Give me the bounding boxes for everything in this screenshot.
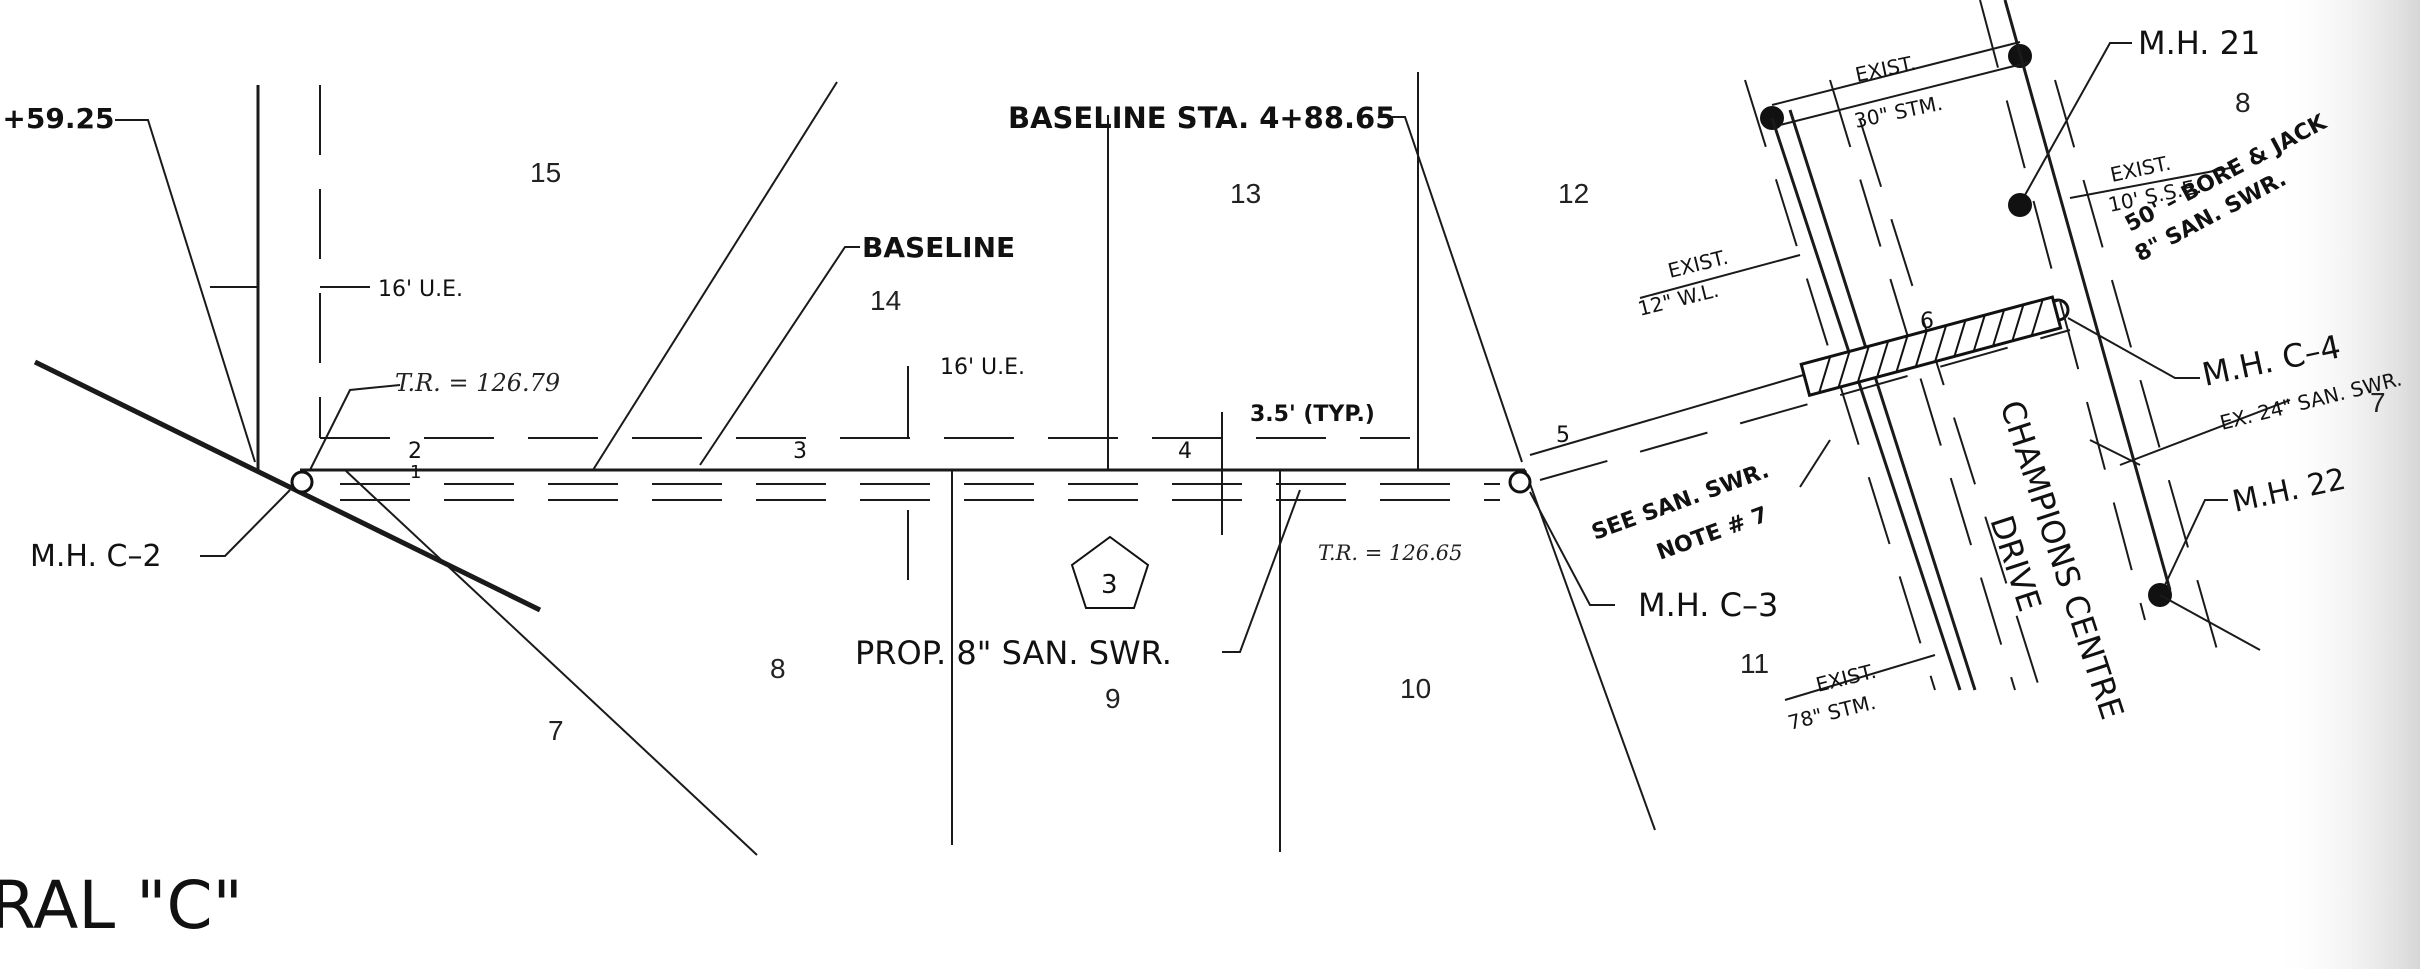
baseline-leader: [699, 246, 860, 466]
ex24-line: [2119, 399, 2291, 466]
exist-30-b: 30" STM.: [1852, 91, 1945, 133]
lot-15: 15: [530, 157, 561, 188]
road-edge-a: [1770, 117, 1962, 691]
lot-line-diag-7: [344, 469, 758, 856]
road-edge-f: [2003, 0, 2172, 591]
stm30-line-b: [1779, 61, 2031, 126]
manhole-c3: [1508, 470, 1532, 494]
prop-swr-leader: [1222, 489, 1301, 653]
left-diagonal-road: [33, 359, 542, 613]
see-note-leader: [1799, 439, 1831, 488]
manhole-21: [2008, 193, 2032, 217]
lot-7-left: 7: [548, 715, 564, 746]
mh-21-label: M.H. 21: [2138, 24, 2260, 62]
tr-left-leader: [309, 384, 401, 471]
station-left-leader: [115, 119, 256, 463]
road-edge-h: [1979, 0, 2146, 621]
segment-6: 6: [1920, 309, 1934, 334]
segment-1: 1: [410, 462, 421, 483]
lot-8-left: 8: [770, 653, 786, 684]
lot-14: 14: [870, 285, 901, 316]
pentagon-tag: [1070, 535, 1150, 609]
mh22-leader: [2164, 499, 2228, 586]
lot-11: 11: [1740, 648, 1769, 679]
mh-c2-label: M.H. C–2: [30, 539, 162, 574]
manhole-c2: [290, 470, 314, 494]
prop-swr-label: PROP. 8" SAN. SWR.: [855, 634, 1172, 672]
bore-line-b: [1539, 329, 2071, 481]
lot-10: 10: [1400, 673, 1431, 704]
lot-12: 12: [1558, 178, 1589, 209]
scan-edge-shading: [2270, 0, 2420, 969]
baseline-sta-label: BASELINE STA. 4+88.65: [1008, 101, 1395, 135]
baseline-sta-leader: [1378, 116, 1523, 463]
ex24-dim: [2089, 439, 2141, 466]
mh-c2-leader: [200, 489, 291, 557]
tr-right-label: T.R. = 126.65: [1318, 541, 1463, 565]
lot-9: 9: [1105, 683, 1121, 714]
typ-label: 3.5' (TYP.): [1250, 402, 1375, 427]
lot-line-diag-15: [592, 81, 838, 471]
pentagon-number: 3: [1101, 570, 1118, 600]
mh-c3-leader: [1529, 491, 1615, 606]
lot-7-right: 7: [2370, 387, 2386, 418]
exist-12-b: 12" W.L.: [1635, 278, 1721, 321]
station-left-label: I+59.25: [0, 102, 114, 135]
mh-c4-leader: [2067, 317, 2200, 379]
exist-30-a: EXIST.: [1853, 51, 1918, 87]
baseline-label: BASELINE: [862, 231, 1015, 264]
wl12-line: [1639, 254, 1801, 299]
segment-5: 5: [1556, 423, 1570, 448]
ue-left-label: 16' U.E.: [378, 277, 463, 302]
lateral-title: RAL "C": [0, 867, 243, 944]
lot-line-10-11: [1524, 469, 1656, 831]
stm30-line-a: [1771, 41, 2021, 106]
road-edge-d: [1829, 79, 2016, 691]
tr-left-label: T.R. = 126.79: [395, 369, 560, 397]
segment-3: 3: [793, 439, 807, 464]
segment-4: 4: [1178, 439, 1192, 464]
lot-13: 13: [1230, 178, 1261, 209]
stm78-line: [1784, 654, 1936, 701]
lot-8-right: 8: [2235, 87, 2251, 118]
mh-c3-label: M.H. C–3: [1638, 586, 1778, 624]
ue-mid-label: 16' U.E.: [940, 355, 1025, 380]
mh21-leader: [2024, 42, 2132, 196]
bore-jack-casing: [1799, 295, 2063, 398]
mh22-tail: [2159, 594, 2261, 651]
road-edge-b: [1788, 109, 1977, 691]
segment-2: 2: [408, 439, 422, 464]
ssE10-line: [2069, 167, 2231, 199]
